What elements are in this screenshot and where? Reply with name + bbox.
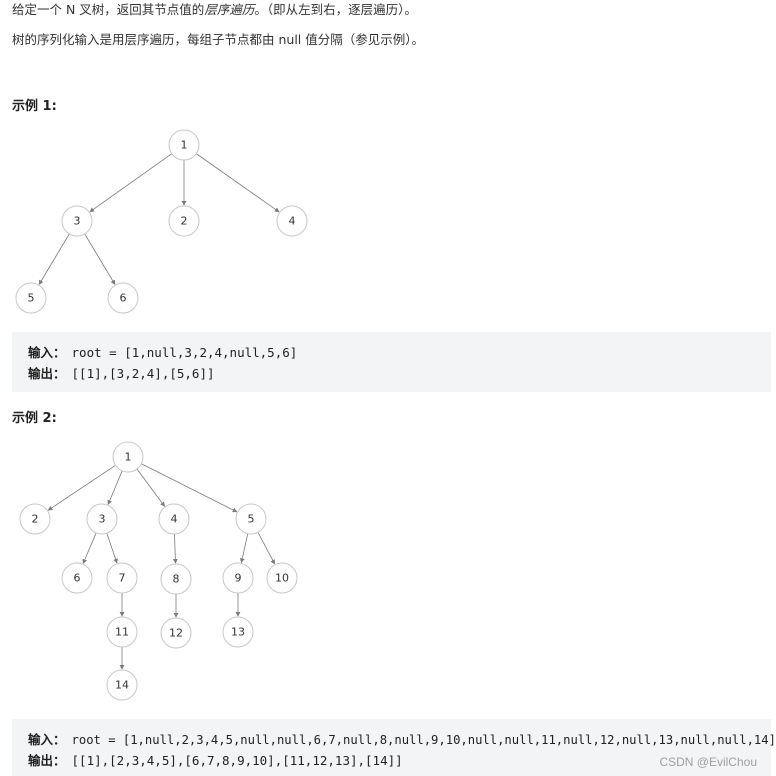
example-1-input-line: 输入： root = [1,null,3,2,4,null,5,6] (28, 342, 297, 361)
tree-node-label: 13 (231, 626, 245, 639)
tree-node: 4 (158, 503, 190, 535)
tree-edge (239, 533, 249, 564)
tree-node-circle (112, 441, 144, 473)
output-value: [[1],[2,3,4,5],[6,7,8,9,10],[11,12,13],[… (71, 753, 403, 768)
tree-node: 6 (61, 562, 93, 594)
tree-node-circle (160, 617, 192, 649)
tree-node-circle (61, 205, 93, 237)
tree-node-circle (158, 503, 190, 535)
tree-node-circle (168, 129, 200, 161)
tree-node-label: 1 (125, 451, 132, 464)
tree-node-label: 9 (235, 572, 242, 585)
tree-node-circle (106, 669, 138, 701)
tree-node: 11 (106, 616, 138, 648)
tree-node-label: 8 (173, 573, 180, 586)
serialization-note: 树的序列化输入是用层序遍历，每组子节点都由 null 值分隔（参见示例）。 (12, 32, 424, 47)
input-value: root = [1,null,2,3,4,5,null,null,6,7,nul… (71, 733, 776, 747)
example-1-output-line: 输出： [[1],[3,2,4],[5,6]] (28, 363, 215, 382)
tree-node: 14 (106, 669, 138, 701)
tree-node: 2 (168, 205, 200, 237)
tree-node-label: 4 (289, 215, 296, 228)
example-2-output-line: 输出： [[1],[2,3,4,5],[6,7,8,9,10],[11,12,13… (28, 750, 403, 769)
tree-node-circle (15, 282, 47, 314)
tree-node-label: 2 (32, 513, 39, 526)
tree-node-circle (235, 503, 267, 535)
tree-edge (172, 533, 178, 564)
tree-edge (82, 532, 97, 565)
input-label: 输入： (28, 345, 66, 360)
tree-node: 4 (276, 205, 308, 237)
example-2-code-block: 输入： root = [1,null,2,3,4,5,null,null,6,7,… (12, 719, 776, 776)
tree-node-circle (61, 562, 93, 594)
tree-node-label: 5 (248, 513, 255, 526)
tree-edge (136, 468, 165, 507)
tree-node: 6 (107, 282, 139, 314)
tree-node: 1 (168, 129, 200, 161)
tree-node-circle (222, 616, 254, 648)
tree-node-circle (106, 562, 138, 594)
example-1-heading: 示例 1: (12, 99, 57, 114)
csdn-watermark: CSDN @EvilChou (659, 755, 757, 769)
tree-node-circle (106, 616, 138, 648)
tree-edge (84, 233, 116, 285)
tree-node: 10 (266, 562, 298, 594)
tree-node-circle (266, 562, 298, 594)
tree-node: 12 (160, 617, 192, 649)
tree-node: 2 (19, 503, 51, 535)
tree-edge (107, 470, 123, 505)
example-1-code-block: 输入： root = [1,null,3,2,4,null,5,6] 输出： [[1… (12, 332, 771, 392)
tree-node: 5 (15, 282, 47, 314)
output-value: [[1],[3,2,4],[5,6]] (71, 366, 215, 381)
tree-node-circle (168, 205, 200, 237)
tree-node-label: 11 (115, 626, 129, 639)
tree-node-label: 1 (181, 139, 188, 152)
tree-edge (141, 463, 238, 513)
tree-node: 13 (222, 616, 254, 648)
tree-edge (257, 532, 275, 565)
example-2-heading: 示例 2: (12, 411, 57, 426)
tree-node-label: 4 (171, 513, 178, 526)
input-value: root = [1,null,3,2,4,null,5,6] (71, 345, 298, 360)
tree-node-label: 2 (181, 215, 188, 228)
tree-node-circle (222, 562, 254, 594)
tree-edge (196, 153, 280, 213)
tree-node: 3 (61, 205, 93, 237)
tree-node: 9 (222, 562, 254, 594)
tree-node-label: 3 (74, 215, 81, 228)
tree-node-label: 14 (115, 679, 129, 692)
output-label: 输出： (28, 366, 66, 381)
tree-edge (89, 153, 173, 213)
tree-node: 3 (86, 503, 118, 535)
tree-node-circle (19, 503, 51, 535)
tree-node-label: 6 (74, 572, 81, 585)
tree-node-label: 3 (99, 513, 106, 526)
tree-edge (38, 233, 70, 285)
tree-node-label: 12 (169, 627, 183, 640)
tree-node: 7 (106, 562, 138, 594)
statement-suffix: 。（即从左到右，逐层遍历）。 (254, 2, 417, 17)
tree-node-label: 10 (275, 572, 289, 585)
output-label: 输出： (28, 753, 66, 768)
tree-node-label: 6 (120, 292, 127, 305)
example-1-tree-diagram: 1 3 2 4 5 6 (15, 129, 308, 314)
tree-node-label: 7 (119, 572, 126, 585)
tree-edge (47, 464, 116, 511)
tree-node: 8 (160, 563, 192, 595)
tree-edge (106, 533, 118, 564)
tree-node-circle (160, 563, 192, 595)
statement-emphasis: 层序遍历 (204, 2, 255, 17)
tree-node: 5 (235, 503, 267, 535)
problem-statement: 给定一个 N 叉树，返回其节点值的层序遍历。（即从左到右，逐层遍历）。 (12, 1, 417, 19)
tree-node-circle (86, 503, 118, 535)
statement-prefix: 给定一个 N 叉树，返回其节点值的 (12, 2, 205, 17)
input-label: 输入： (28, 732, 66, 747)
example-2-input-line: 输入： root = [1,null,2,3,4,5,null,null,6,7,… (28, 729, 776, 748)
tree-node-label: 5 (28, 292, 35, 305)
tree-node: 1 (112, 441, 144, 473)
tree-node-circle (276, 205, 308, 237)
tree-node-circle (107, 282, 139, 314)
